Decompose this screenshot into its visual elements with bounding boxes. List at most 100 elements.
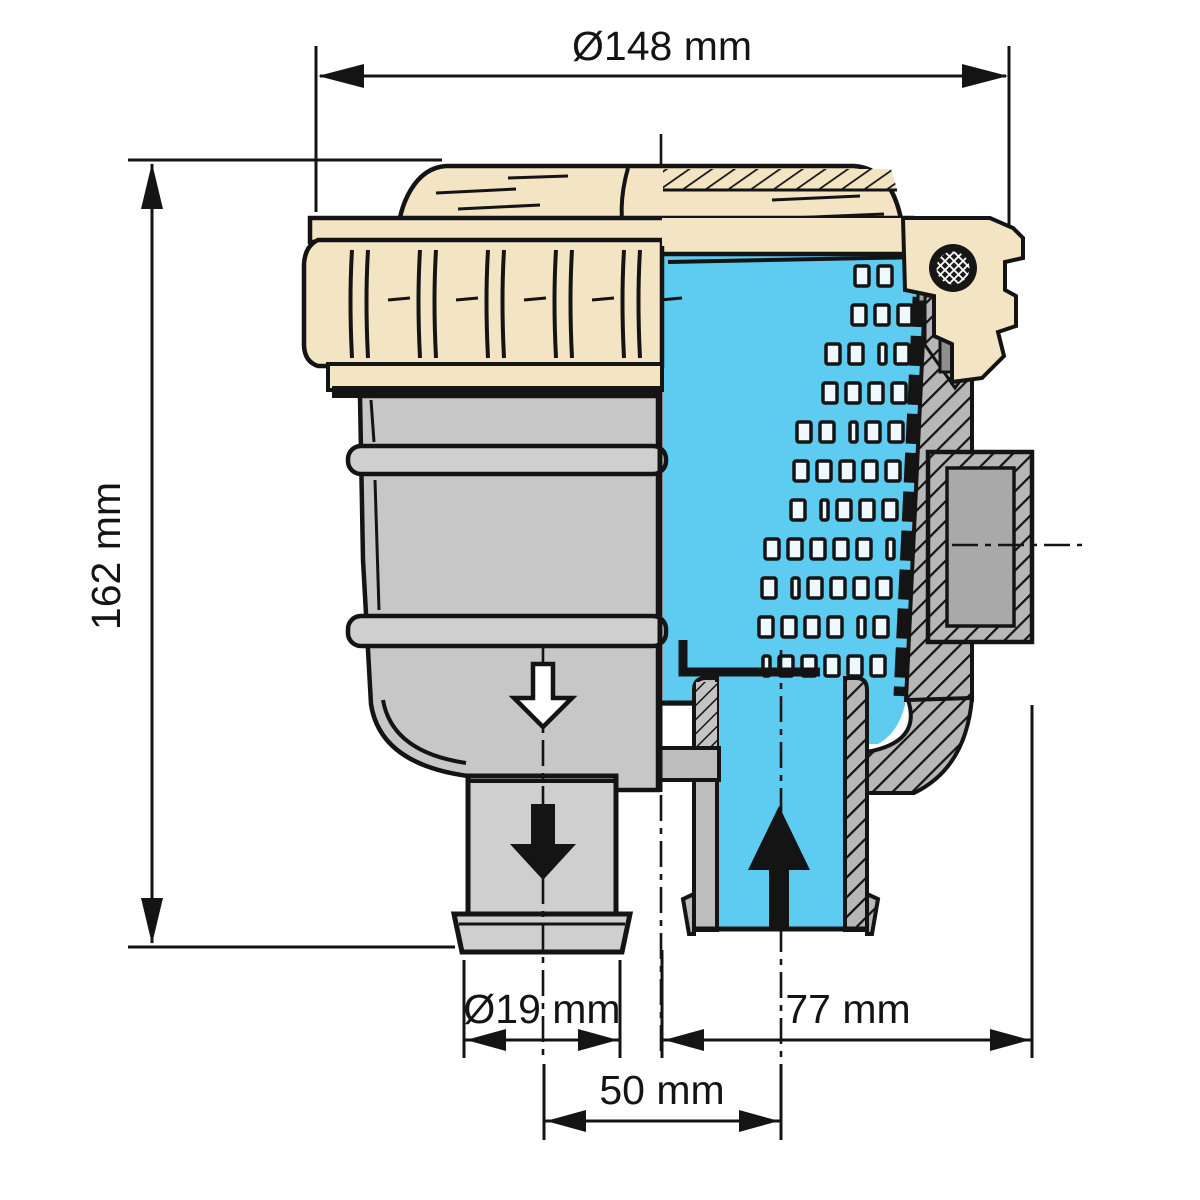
body-exterior [345,393,669,955]
pot-corner-section [865,695,975,795]
basket-perforation [884,459,902,483]
basket-perforation [848,420,859,444]
basket-perforation [885,537,896,561]
body-corner-line [381,699,467,765]
arrowhead-icon [546,1110,586,1132]
basket-perforation [850,303,868,327]
basket-top-edge [667,255,926,264]
arrowhead-icon [739,1110,779,1132]
lid-knurl-grooves [348,249,683,359]
body-shade-line [369,399,376,443]
section-view [655,242,1035,936]
knurl-groove [364,249,370,359]
dimension-label-hose-diameter: Ø19 mm [463,986,620,1032]
basket-perforation [809,537,827,561]
basket-perforation [847,342,865,366]
basket-perforation [890,381,908,405]
basket-perforation [823,654,841,678]
dimension-arrowheads [141,64,1030,1132]
basket-perforation [869,654,887,678]
pot-floor-lip [655,746,721,782]
section-floor-gap [661,706,694,746]
basket-perforation [792,459,810,483]
basket-perforation [780,615,798,639]
knurl-groove [484,249,490,359]
knurl-groove [348,249,354,359]
basket-perforation [757,615,775,639]
basket-perforation [867,381,885,405]
outlet-flow-arrow-icon [510,804,576,880]
o-ring-icon [933,248,973,288]
dimension-label-overall-height: 162 mm [83,482,129,630]
lid-ring [301,237,665,369]
flow-down-outline-arrow-icon [508,661,578,731]
dimension-label-center-to-side: 77 mm [785,986,910,1032]
basket-perforation [795,420,813,444]
basket-bottom-edge [678,640,820,677]
basket-perforation [858,498,876,522]
arrowhead-icon [578,1029,618,1051]
arrowhead-icon [141,898,163,944]
basket-perforation [846,654,864,678]
basket-perforation [821,381,839,405]
body-band-upper [345,443,669,477]
basket-perforation [844,381,862,405]
basket-perforation [875,576,893,600]
basket-perforation [881,498,899,522]
arrowhead-icon [466,1029,506,1051]
basket-perforation [852,576,870,600]
arrowhead-icon [318,64,364,88]
knurl-groove [432,249,438,359]
basket-perforation [887,420,905,444]
arrowhead-icon [962,64,1008,88]
knurl-groove [620,249,626,359]
basket-perforation [853,264,871,288]
basket-perforation [824,342,842,366]
basket-perforation [826,615,844,639]
basket-perforation [864,420,882,444]
knurl-groove [500,249,506,359]
basket-perforation [896,303,914,327]
basket-perforation [832,537,850,561]
knurl-groove [552,249,558,359]
basket-perforation [763,537,781,561]
basket-perforation [873,303,891,327]
arrowhead-icon [141,163,163,209]
dimension-label-overall-width: Ø148 mm [572,23,752,69]
basket-perforation [893,342,911,366]
basket-perforation [803,615,821,639]
lid-shadow [332,386,662,398]
strainer-basket-perforations [757,264,917,678]
basket-perforation [819,498,830,522]
knurl-highlight [455,296,479,302]
dimension-label-port-spacing: 50 mm [599,1067,724,1113]
inlet-barb-left [680,890,696,936]
knurl-highlight [659,296,683,302]
knurl-groove [636,249,642,359]
basket-perforation [838,459,856,483]
lid-section-interior [662,218,912,246]
lid-cap-knurl-edge [663,169,897,189]
strainer-lid [301,163,1025,398]
strainer-basket-wall [893,257,928,697]
basket-perforation [861,459,879,483]
knurl-highlight [523,296,547,302]
knurl-highlight [591,296,615,302]
basket-perforation [829,576,847,600]
basket-perforation [806,576,824,600]
basket-perforation [856,615,867,639]
basket-perforation [876,264,894,288]
side-port-bore [945,466,1016,628]
inlet-flow-arrow-icon [748,806,810,928]
basket-perforation [835,498,853,522]
inlet-port-left-wall-hatch [696,682,717,750]
basket-perforation [877,342,888,366]
knurl-groove [568,249,574,359]
arrowhead-icon [664,1029,704,1051]
basket-perforation [872,615,890,639]
basket-perforation [760,576,778,600]
basket-perforation [789,498,807,522]
basket-perforation [818,420,836,444]
